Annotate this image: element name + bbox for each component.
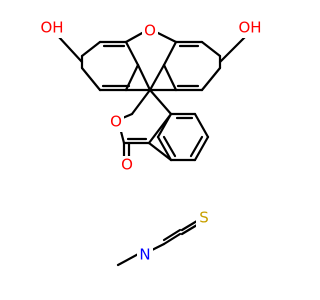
central-xanthene-bridges: [56, 30, 248, 92]
carbonyl-oxygen-mask: [119, 156, 135, 174]
hydroxyl-left-label: OH: [40, 19, 63, 37]
nitrogen-mask: [137, 246, 153, 264]
lactone-oxygen-label: O: [110, 113, 122, 131]
right-oh-mask: [238, 18, 262, 38]
carbonyl-oxygen-label: O: [121, 156, 133, 174]
lactone-oxygen-mask: [108, 114, 124, 132]
ring-oxygen-label: O: [144, 22, 156, 40]
left-phenol-ring: [80, 40, 140, 92]
left-oh-mask: [40, 18, 64, 38]
structure-canvas: OH O OH O O N S: [40, 18, 262, 267]
methyl-isothiocyanate: [116, 219, 199, 267]
hydroxyl-right-label: OH: [238, 19, 261, 37]
isothiocyanate-nitrogen-label: N: [139, 246, 150, 264]
isothiocyanate-sulfur-label: S: [199, 209, 209, 227]
benzo-ring: [156, 112, 210, 162]
spiro-lactone: [116, 88, 173, 162]
ring-oxygen-mask: [142, 22, 158, 40]
right-phenol-ring: [162, 40, 222, 92]
carbonyl-bond: [122, 141, 131, 160]
molecule-drawing: OH O OH O O N S: [40, 18, 262, 267]
sulfur-mask: [196, 209, 212, 227]
